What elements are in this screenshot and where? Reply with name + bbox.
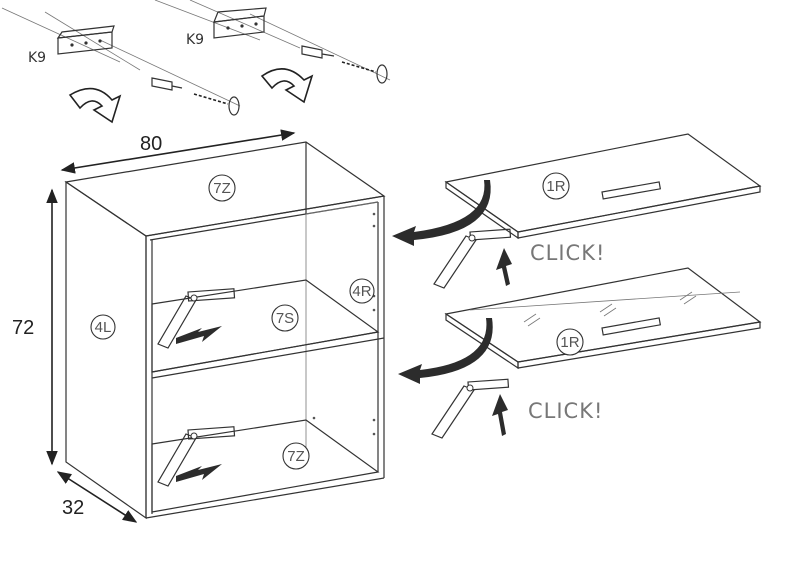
mounting-hardware-left: K9 (1, 7, 241, 124)
swing-arrow-upper (392, 180, 491, 246)
rotate-arrow-right (260, 68, 314, 104)
svg-text:7Z: 7Z (287, 448, 305, 465)
part-label-top: 7Z (208, 174, 236, 202)
part-label-upper-door: 1R (542, 172, 570, 200)
cabinet: 7Z 4L 4R 7S 7Z (64, 141, 386, 520)
hinge-upper-door (433, 228, 512, 289)
depth-dimension: 32 (56, 471, 138, 523)
lower-door-assembly: 1R CLICK! (398, 267, 762, 439)
hinge-upper-cabinet (157, 288, 236, 349)
rotate-arrow-left (68, 87, 122, 124)
left-side-panel (65, 180, 147, 520)
upper-door-panel (444, 133, 762, 233)
click-arrow-lower (492, 394, 508, 436)
swing-arrow-lower (398, 318, 493, 384)
lower-door-handle (601, 317, 662, 336)
height-value: 72 (12, 317, 34, 339)
hinge-lower-cabinet (157, 426, 236, 487)
screw-right (341, 61, 388, 84)
wall-plug-right (301, 45, 335, 59)
wall-bracket-right (213, 7, 267, 39)
upper-door-assembly: 1R CLICK! (392, 133, 762, 289)
part-label-bottom: 7Z (282, 442, 310, 470)
svg-text:7Z: 7Z (213, 180, 231, 197)
part-label-shelf: 7S (271, 304, 299, 332)
hinge-lower-door (431, 378, 510, 439)
wall-plug-left (151, 77, 183, 91)
bracket-label-left: K9 (28, 50, 46, 66)
upper-door-handle (601, 181, 662, 200)
svg-text:1R: 1R (546, 178, 565, 195)
svg-text:7S: 7S (276, 310, 294, 327)
height-dimension: 72 (12, 188, 58, 466)
part-label-right-side: 4R (349, 278, 375, 304)
svg-text:4L: 4L (95, 319, 112, 336)
part-label-left-side: 4L (90, 314, 116, 340)
bracket-label-right: K9 (186, 32, 204, 48)
svg-text:4R: 4R (352, 283, 371, 300)
bottom-panel (151, 419, 380, 513)
insert-arrow-upper (176, 326, 222, 344)
wall-bracket-left (56, 25, 115, 55)
click-label-upper: CLICK! (530, 241, 605, 265)
part-label-lower-door: 1R (556, 328, 584, 356)
insert-arrow-lower (176, 464, 222, 482)
mounting-hardware-right: K9 (154, 0, 391, 104)
svg-text:1R: 1R (560, 334, 579, 351)
click-label-lower: CLICK! (528, 399, 603, 423)
screw-left (193, 93, 240, 116)
width-value: 80 (140, 133, 162, 155)
click-arrow-upper (496, 248, 512, 286)
depth-value: 32 (62, 497, 84, 519)
width-dimension: 80 (60, 129, 296, 174)
